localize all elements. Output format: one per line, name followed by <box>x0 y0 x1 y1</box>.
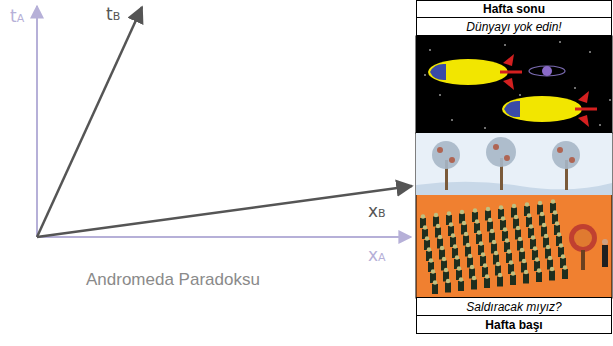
soldier-figure <box>562 265 568 279</box>
t-a-axis <box>36 6 38 237</box>
axis-label: tB <box>106 6 120 23</box>
x-b-axis <box>37 186 412 237</box>
soldier-figure <box>432 280 438 294</box>
diagram-caption: Andromeda Paradoksu <box>86 271 260 288</box>
soldier-figure <box>536 268 542 282</box>
soldier-figure <box>510 271 516 285</box>
box-text: Hafta başı <box>485 318 542 332</box>
soldier-figure <box>497 273 503 287</box>
x-a-axis <box>37 236 411 238</box>
period-box: Hafta başı <box>416 315 612 334</box>
message-box: Saldıracak mıyız? <box>416 297 612 316</box>
box-text: Saldıracak mıyız? <box>466 300 561 314</box>
soldier-figure <box>471 276 477 290</box>
t-b-axis <box>37 7 142 237</box>
soldier-figure <box>549 267 555 281</box>
box-text: Hafta sonu <box>483 2 545 16</box>
spaceships-picture <box>416 36 612 133</box>
axis-label: xB <box>368 203 386 220</box>
army-picture <box>416 133 612 298</box>
period-box: Hafta sonu <box>416 0 612 18</box>
soldier-figure <box>445 279 451 293</box>
axis-label: xA <box>368 247 386 264</box>
soldier-figure <box>458 277 464 291</box>
soldier-figure <box>523 270 529 284</box>
soldier-figure <box>484 274 490 288</box>
axis-label: tA <box>10 8 24 25</box>
message-box: Dünyayı yok edin! <box>416 17 612 36</box>
box-text: Dünyayı yok edin! <box>466 20 561 34</box>
